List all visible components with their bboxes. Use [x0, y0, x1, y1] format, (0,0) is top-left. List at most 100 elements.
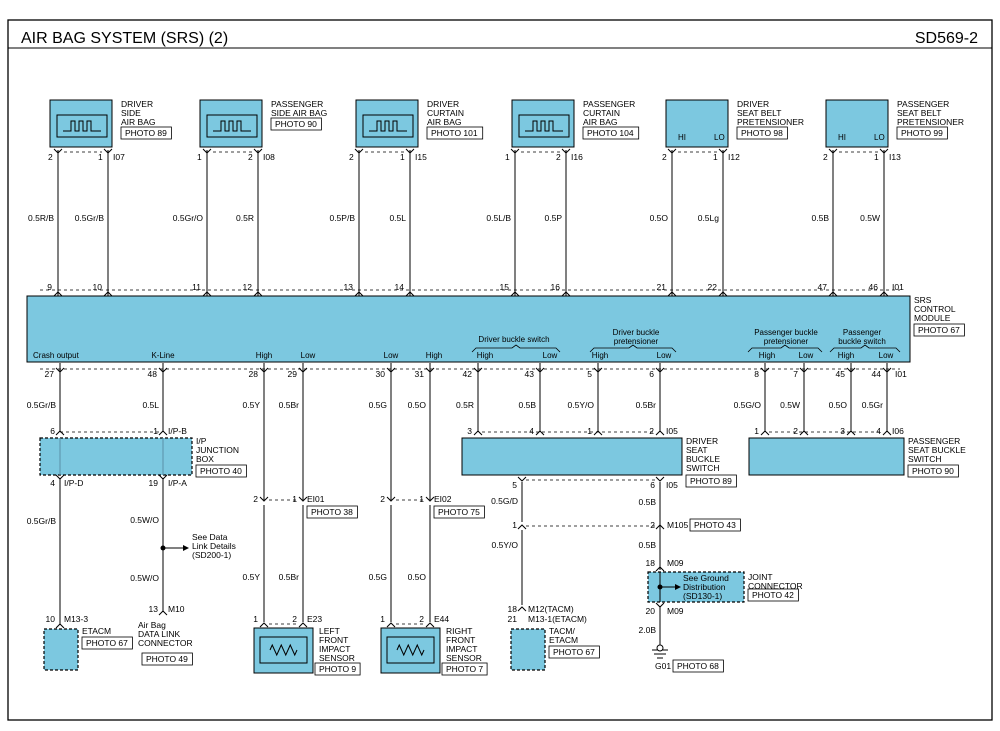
ij-conn-top: I/P-B	[168, 426, 187, 436]
tacm-name: ETACM	[549, 635, 578, 645]
drv-buckle-conn-bot: I05	[666, 480, 678, 490]
module-pin-l-0: 9	[47, 282, 52, 292]
top-component-name-5: SEAT BELT	[897, 108, 941, 118]
etacm-photo-label: PHOTO 67	[86, 638, 128, 648]
top-pin-l-1: 1	[197, 152, 202, 162]
srs-module-name: MODULE	[914, 313, 951, 323]
module-arrow-r-3	[561, 291, 571, 297]
diagram-code: SD569-2	[914, 30, 978, 47]
top-wire-label-r-1: 0.5R	[236, 213, 254, 223]
module-bottom-label-2: High	[256, 351, 272, 360]
drv-buckle-name: BUCKLE	[686, 454, 720, 464]
module-pin-r-5: 46	[869, 282, 879, 292]
lf-sensor-wire-l-label: 0.5Y	[243, 572, 261, 582]
top-photo-1-label: PHOTO 90	[275, 119, 317, 129]
joint-name: JOINT	[748, 572, 773, 582]
module-pin-l-3: 15	[500, 282, 510, 292]
top-pin-r-4: 1	[713, 152, 718, 162]
joint-photo-box	[747, 588, 799, 602]
top-wire-label-l-5: 0.5B	[812, 213, 830, 223]
etacm-conn: M13-3	[64, 614, 88, 624]
airbag-1-frame	[206, 114, 258, 138]
drv-buckle-pin-1: 4	[529, 426, 534, 436]
srs-module-photo-label: PHOTO 67	[918, 325, 960, 335]
rf-sensor-ei-pin1: 1	[419, 494, 424, 504]
top-photo-4-label: PHOTO 98	[741, 128, 783, 138]
module-bottom-wire-label-9: 0.5Br	[636, 400, 656, 410]
module-group-label-1: Driver buckle	[613, 328, 660, 337]
top-component-5	[825, 99, 889, 148]
module-bottom-wire-label-6: 0.5R	[456, 400, 474, 410]
pass-buckle-conn: I06	[892, 426, 904, 436]
top-wire-label-l-2: 0.5P/B	[329, 213, 355, 223]
wire-b1-label: 0.5B	[639, 497, 657, 507]
top-photo-4-box	[736, 126, 788, 140]
module-arrow-r-4	[718, 291, 728, 297]
top-photo-3-box	[582, 126, 640, 140]
airbag-3-squib-icon	[525, 120, 563, 132]
dlc-conn: M10	[168, 604, 185, 614]
rf-sensor-arrow-l	[386, 622, 396, 628]
module-group-bracket-0	[471, 344, 561, 353]
top-pin-r-2: 1	[400, 152, 405, 162]
lf-sensor-ei-arrow-l	[259, 496, 269, 502]
ij-pin-bot-l: 4	[50, 478, 55, 488]
diagram-title: AIR BAG SYSTEM (SRS) (2)	[21, 30, 229, 47]
module-bottom-pin-9: 6	[649, 369, 654, 379]
drv-buckle-pin-b6: 6	[650, 480, 655, 490]
top-component-2	[355, 99, 419, 148]
top-conn-1: I08	[263, 152, 275, 162]
ij-arrow-tl	[55, 430, 65, 436]
pass-buckle-pin-0: 1	[754, 426, 759, 436]
module-bottom-label-5: High	[426, 351, 442, 360]
lf-sensor-name: SENSOR	[319, 653, 355, 663]
drv-buckle-arrow-1	[535, 430, 545, 436]
module-bottom-label-9: Low	[657, 351, 672, 360]
module-conn-top: I01	[892, 282, 904, 292]
rf-sensor-ei-arrow-l	[386, 496, 396, 502]
wire-b2-label: 0.5B	[639, 540, 657, 550]
ij-pin-top-l: 6	[50, 426, 55, 436]
srs-module-name: SRS	[914, 295, 932, 305]
top-wire-label-r-5: 0.5W	[860, 213, 880, 223]
m09-conn-bot: M09	[667, 606, 684, 616]
tacm-box	[510, 628, 546, 671]
pass-buckle-name: SEAT BUCKLE	[908, 445, 966, 455]
module-bottom-pin-13: 44	[872, 369, 882, 379]
m105-conn: M105	[667, 520, 689, 530]
top-component-name-2: AIR BAG	[427, 117, 461, 127]
top-photo-2-box	[426, 126, 484, 140]
see-data-label: Link Details	[192, 541, 236, 551]
m09-conn-top: M09	[667, 558, 684, 568]
top-pin-r-5: 1	[874, 152, 879, 162]
module-arrow-l-1	[202, 291, 212, 297]
module-bottom-label-12: High	[838, 351, 854, 360]
module-bottom-label-13: Low	[879, 351, 894, 360]
see-data-ref: (SD200-1)	[192, 550, 231, 560]
m105-photo-box	[689, 518, 741, 532]
top-component-name-5: PRETENSIONER	[897, 117, 964, 127]
rf-sensor-ei-pin2: 2	[380, 494, 385, 504]
module-bottom-wire-label-5: 0.5O	[408, 400, 427, 410]
m105-arrow-r	[655, 524, 665, 530]
tacm-photo-label: PHOTO 67	[553, 647, 595, 657]
ij-name: BOX	[196, 454, 214, 464]
top-pin-l-3: 1	[505, 152, 510, 162]
module-bottom-wire-label-12: 0.5O	[829, 400, 848, 410]
module-bottom-pin-3: 29	[288, 369, 298, 379]
lf-sensor-name: LEFT	[319, 626, 340, 636]
module-group-bracket-2	[747, 344, 823, 353]
tacm-name: TACM/	[549, 626, 575, 636]
lf-sensor-photo-box	[314, 662, 361, 676]
dlc-pin: 13	[149, 604, 159, 614]
rf-sensor-wire-l-label: 0.5G	[369, 572, 387, 582]
ij-pin-top-r: 1	[153, 426, 158, 436]
ij-name: I/P	[196, 436, 207, 446]
top-pin-r-3: 2	[556, 152, 561, 162]
module-arrow-r-0	[103, 291, 113, 297]
module-group-label-5: Passenger	[843, 328, 882, 337]
srs-module-photo-box	[913, 323, 965, 337]
joint-photo-label: PHOTO 42	[752, 590, 794, 600]
module-arrow-l-2	[354, 291, 364, 297]
